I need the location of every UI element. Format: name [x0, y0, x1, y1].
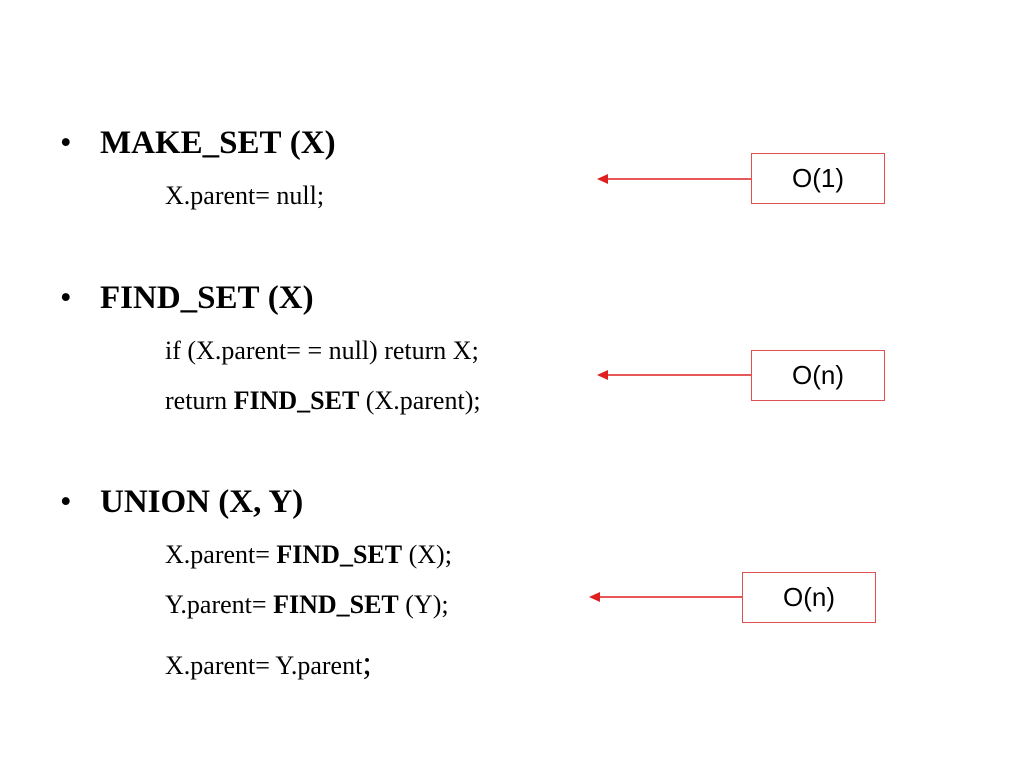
bullet-dot: • [60, 280, 72, 316]
bullet-dot: • [60, 125, 72, 161]
find-set-call: FIND_SET [233, 386, 360, 415]
union-line-2: Y.parent= FIND_SET (Y); [165, 590, 449, 619]
make-set-title-name: MAKE_SET [100, 125, 282, 161]
union-line-3: X.parent= Y.parent; [165, 645, 372, 682]
complexity-box-find-set: O(n) [751, 350, 885, 401]
find-set-line-1: if (X.parent= = null) return X; [165, 336, 479, 365]
find-set-title-args: (X) [267, 280, 314, 316]
union-title-name: UNION [100, 484, 211, 520]
find-set-call: FIND_SET [276, 540, 403, 569]
find-set-title-name: FIND_SET [100, 280, 260, 316]
make-set-line-1: X.parent= null; [165, 181, 325, 210]
left-arrow-icon [597, 174, 751, 184]
union-line-1: X.parent= FIND_SET (X); [165, 540, 452, 569]
make-set-title-args: (X) [289, 125, 336, 161]
left-arrow-icon [589, 592, 742, 602]
bullet-find-set: • FIND_SET (X) [60, 282, 314, 315]
complexity-box-make-set: O(1) [751, 153, 885, 204]
bullet-union: • UNION (X, Y) [60, 486, 303, 519]
complexity-box-union: O(n) [742, 572, 876, 623]
find-set-line-2: return FIND_SET (X.parent); [165, 386, 481, 415]
bullet-dot: • [60, 484, 72, 520]
union-title-args: (X, Y) [218, 484, 304, 520]
bullet-make-set: • MAKE_SET (X) [60, 127, 336, 160]
left-arrow-icon [597, 370, 751, 380]
find-set-call: FIND_SET [273, 590, 399, 619]
